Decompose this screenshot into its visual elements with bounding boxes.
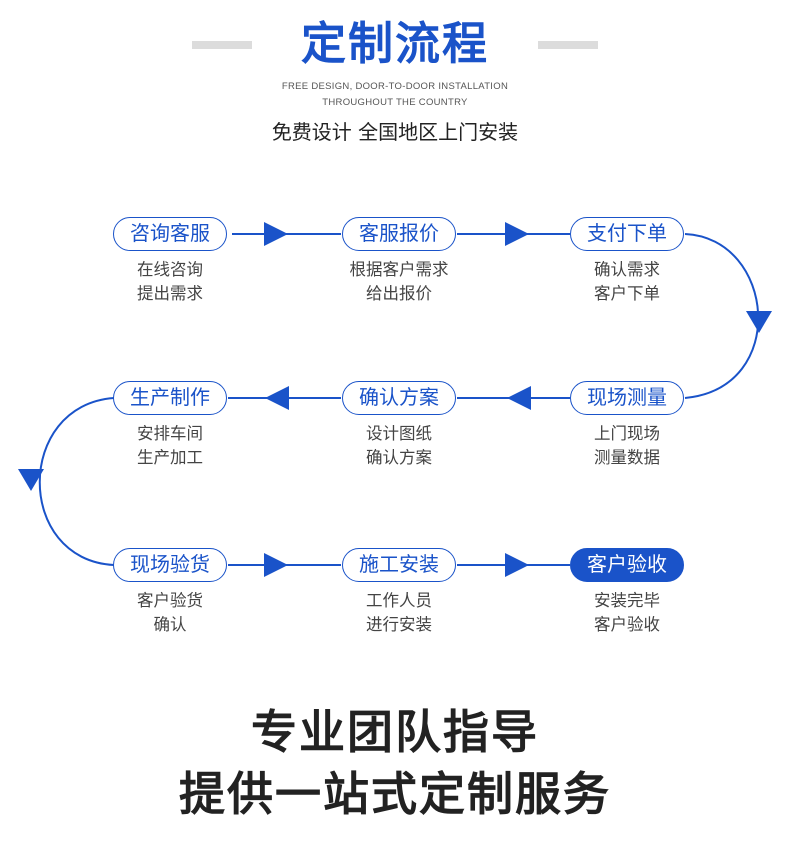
step-desc-line: 给出报价 bbox=[366, 284, 432, 303]
arrow-down-icon bbox=[18, 469, 44, 491]
step-confirm-plan-desc: 设计图纸 确认方案 bbox=[319, 422, 479, 470]
arrow-right-icon bbox=[505, 553, 529, 577]
step-desc-line: 客户验货 bbox=[137, 591, 203, 610]
step-production[interactable]: 生产制作 bbox=[113, 381, 227, 415]
subtitle-en-line1: FREE DESIGN, DOOR-TO-DOOR INSTALLATION bbox=[281, 81, 509, 92]
page-title: 定制流程 bbox=[300, 17, 489, 70]
step-site-inspection[interactable]: 现场验货 bbox=[113, 548, 227, 582]
step-desc-line: 测量数据 bbox=[594, 448, 660, 467]
tagline: 免费设计 全国地区上门安装 bbox=[271, 120, 519, 144]
step-desc-line: 确认方案 bbox=[366, 448, 432, 467]
step-service-quote-desc: 根据客户需求 给出报价 bbox=[319, 258, 479, 306]
step-desc-line: 确认 bbox=[153, 615, 187, 634]
arrow-right-icon bbox=[505, 222, 529, 246]
step-pay-order[interactable]: 支付下单 bbox=[570, 217, 684, 251]
step-production-desc: 安排车间 生产加工 bbox=[90, 422, 250, 470]
step-desc-line: 上门现场 bbox=[594, 424, 660, 443]
arrow-right-icon bbox=[264, 222, 288, 246]
step-desc-line: 在线咨询 bbox=[137, 260, 203, 279]
title-decor-bar-right bbox=[538, 41, 598, 49]
step-confirm-plan[interactable]: 确认方案 bbox=[342, 381, 456, 415]
step-installation-desc: 工作人员 进行安装 bbox=[319, 589, 479, 637]
step-desc-line: 客户下单 bbox=[594, 284, 660, 303]
step-customer-acceptance[interactable]: 客户验收 bbox=[570, 548, 684, 582]
arrow-right-icon bbox=[264, 553, 288, 577]
step-desc-line: 客户验收 bbox=[594, 615, 660, 634]
step-desc-line: 安装完毕 bbox=[594, 591, 660, 610]
step-desc-line: 提出需求 bbox=[137, 284, 203, 303]
step-desc-line: 进行安装 bbox=[366, 615, 432, 634]
step-desc-line: 确认需求 bbox=[594, 260, 660, 279]
step-site-measure-desc: 上门现场 测量数据 bbox=[547, 422, 707, 470]
slogan-line2: 提供一站式定制服务 bbox=[179, 767, 611, 821]
step-service-quote[interactable]: 客服报价 bbox=[342, 217, 456, 251]
step-desc-line: 设计图纸 bbox=[366, 424, 432, 443]
step-site-measure[interactable]: 现场测量 bbox=[570, 381, 684, 415]
arrow-down-icon bbox=[746, 311, 772, 333]
step-installation[interactable]: 施工安装 bbox=[342, 548, 456, 582]
step-consult-service[interactable]: 咨询客服 bbox=[113, 217, 227, 251]
arrow-left-icon bbox=[507, 386, 531, 410]
step-desc-line: 根据客户需求 bbox=[349, 260, 449, 279]
step-desc-line: 安排车间 bbox=[137, 424, 203, 443]
step-customer-acceptance-desc: 安装完毕 客户验收 bbox=[547, 589, 707, 637]
step-desc-line: 生产加工 bbox=[137, 448, 203, 467]
step-consult-service-desc: 在线咨询 提出需求 bbox=[90, 258, 250, 306]
arrow-left-icon bbox=[265, 386, 289, 410]
step-pay-order-desc: 确认需求 客户下单 bbox=[547, 258, 707, 306]
step-desc-line: 工作人员 bbox=[366, 591, 432, 610]
connector-curve-left bbox=[38, 397, 115, 566]
subtitle-en-line2: THROUGHOUT THE COUNTRY bbox=[322, 97, 468, 108]
slogan-line1: 专业团队指导 bbox=[251, 705, 539, 759]
title-decor-bar-left bbox=[192, 41, 252, 49]
step-site-inspection-desc: 客户验货 确认 bbox=[90, 589, 250, 637]
